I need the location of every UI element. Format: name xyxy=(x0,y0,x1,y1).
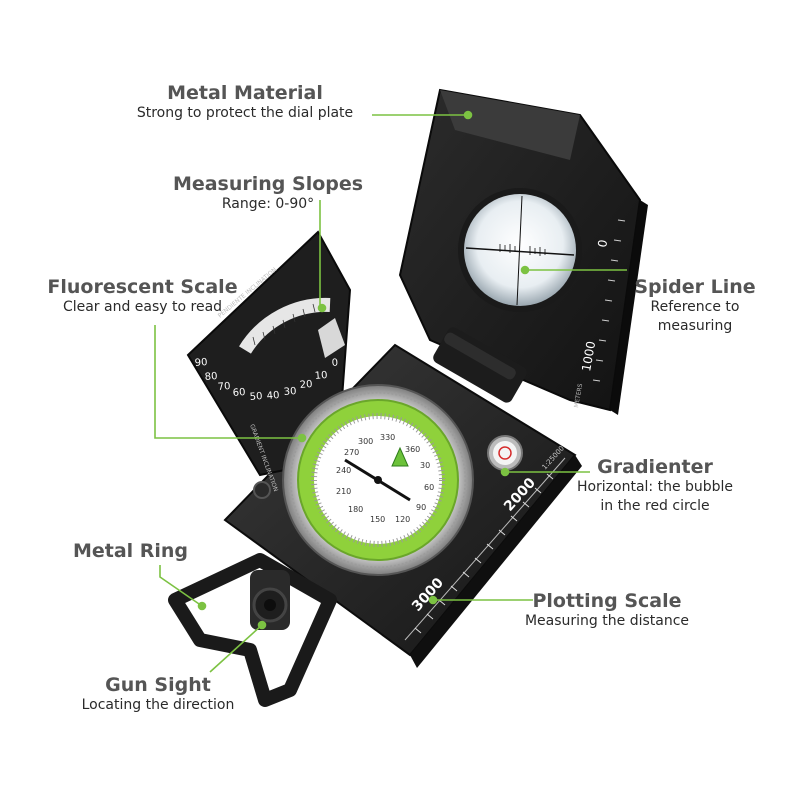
callout-desc: Horizontal: the bubble xyxy=(576,479,734,495)
dial-num: 180 xyxy=(348,505,363,514)
dial-num: 120 xyxy=(395,515,410,524)
incl-num: 50 xyxy=(249,391,263,403)
callout-gradienter: Gradienter Horizontal: the bubble in the… xyxy=(560,456,750,516)
dial-num: 300 xyxy=(358,437,373,446)
metal-ring xyxy=(168,553,337,707)
lid-scale-zero: 0 xyxy=(595,239,610,249)
callout-desc: Range: 0-90° xyxy=(221,196,315,212)
compass-dial: 330 360 30 60 90 120 150 180 210 240 270… xyxy=(282,384,474,576)
callout-title: Metal Ring xyxy=(72,540,189,562)
incl-num: 70 xyxy=(217,381,231,393)
callout-desc: measuring xyxy=(657,318,733,334)
incl-num: 10 xyxy=(314,370,328,382)
callout-gun-sight: Gun Sight Locating the direction xyxy=(68,674,248,715)
callout-title: Spider Line xyxy=(634,276,756,298)
callout-title: Gradienter xyxy=(597,456,713,478)
leader-fluorescent-scale xyxy=(154,325,302,439)
callout-title: Measuring Slopes xyxy=(172,173,364,195)
compass-lid: 0 1000 METERS xyxy=(398,88,648,415)
callout-fluorescent-scale: Fluorescent Scale Clear and easy to read xyxy=(40,276,245,317)
callout-desc: Clear and easy to read xyxy=(62,299,223,315)
dial-num: 240 xyxy=(336,466,351,475)
callout-title: Metal Material xyxy=(167,82,323,104)
north-arrow-icon xyxy=(391,446,409,467)
incl-num: 20 xyxy=(299,379,313,391)
lid-hinge xyxy=(433,327,527,403)
dial-num: 90 xyxy=(416,503,426,512)
callout-metal-material: Metal Material Strong to protect the dia… xyxy=(130,82,360,123)
dial-numbers: 330 360 30 60 90 120 150 180 210 240 270… xyxy=(336,433,434,524)
callout-measuring-slopes: Measuring Slopes Range: 0-90° xyxy=(168,173,368,214)
incl-num: 90 xyxy=(194,357,208,369)
gun-sight xyxy=(250,570,290,630)
leader-gun-sight xyxy=(209,624,263,673)
incl-num: 30 xyxy=(283,386,297,398)
callout-desc: Locating the direction xyxy=(81,697,235,713)
dial-num: 60 xyxy=(424,483,434,492)
callout-desc: Strong to protect the dial plate xyxy=(136,105,354,121)
dial-num: 150 xyxy=(370,515,385,524)
incl-num: 40 xyxy=(266,390,280,402)
spider-line-vertical xyxy=(516,195,523,306)
callout-desc: Measuring the distance xyxy=(524,613,690,629)
callout-title: Gun Sight xyxy=(105,674,211,696)
gradienter-bubble xyxy=(487,435,523,471)
callout-desc: in the red circle xyxy=(600,498,710,514)
callout-title: Plotting Scale xyxy=(532,590,682,612)
lid-scale-1000: 1000 xyxy=(579,340,598,373)
sighting-lens xyxy=(458,188,582,312)
callout-title: Fluorescent Scale xyxy=(47,276,238,298)
callout-desc: Reference to xyxy=(650,299,740,315)
incl-num: 0 xyxy=(331,357,338,369)
callout-spider-line: Spider Line Reference to measuring xyxy=(625,276,765,336)
callout-plotting-scale: Plotting Scale Measuring the distance xyxy=(512,590,702,631)
incl-num: 60 xyxy=(232,387,246,399)
spider-line-horizontal xyxy=(465,247,575,256)
dial-num: 210 xyxy=(336,487,351,496)
callout-metal-ring: Metal Ring xyxy=(58,540,203,562)
hinge-screw xyxy=(253,481,271,499)
dial-num: 270 xyxy=(344,448,359,457)
inclinometer-numbers: 90 80 70 60 50 40 30 20 10 0 xyxy=(194,357,338,403)
lid-scale-unit: METERS xyxy=(573,383,584,408)
leader-lines xyxy=(154,110,627,673)
leader-metal-ring xyxy=(159,565,203,607)
dial-num: 30 xyxy=(420,461,430,470)
dial-num: 360 xyxy=(405,445,420,454)
incl-num: 80 xyxy=(204,371,218,383)
dial-num: 330 xyxy=(380,433,395,442)
